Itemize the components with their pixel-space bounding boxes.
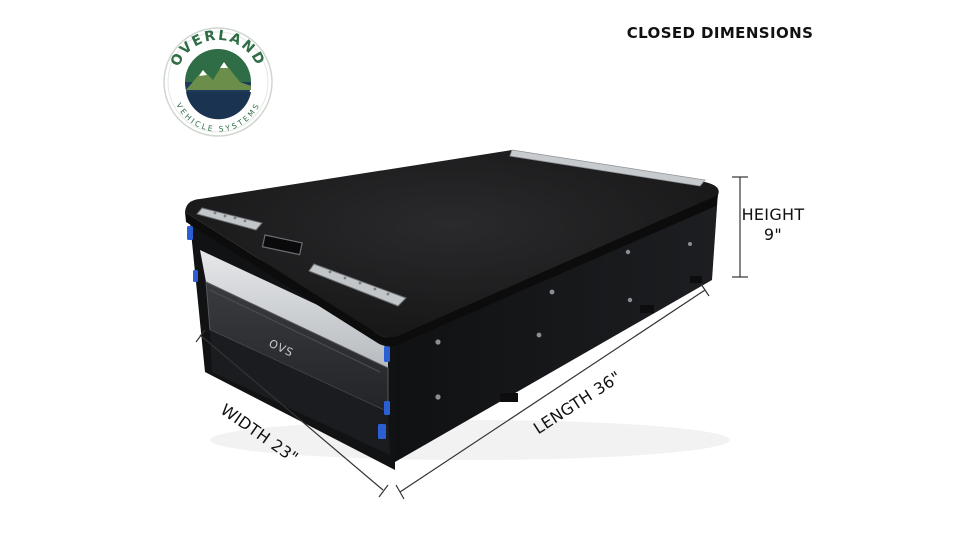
carpet-handle-cutout [261, 234, 303, 256]
overland-logo: OVERLAND VEHICLE SYSTEMS [163, 27, 273, 137]
carpet-edge [185, 195, 718, 347]
front-left-tiedown [196, 207, 263, 231]
height-dimension-line [732, 176, 748, 278]
drawer-base [210, 330, 390, 455]
side-panel [392, 192, 718, 462]
height-label: HEIGHT 9" [738, 205, 808, 245]
closed-dimensions-heading: CLOSED DIMENSIONS [626, 24, 814, 42]
height-value: 9" [763, 225, 783, 244]
height-title: HEIGHT [741, 205, 805, 224]
foot [690, 276, 702, 283]
side-bolts [435, 242, 692, 400]
carpet-top [185, 150, 719, 338]
front-right-tiedown [308, 263, 407, 307]
blue-latches [187, 226, 390, 439]
foot [640, 305, 654, 313]
length-dimension-line [395, 283, 710, 500]
width-dimension-line [195, 329, 389, 498]
foot [500, 393, 518, 402]
rear-rail [509, 149, 706, 187]
slide-tray [200, 250, 388, 368]
